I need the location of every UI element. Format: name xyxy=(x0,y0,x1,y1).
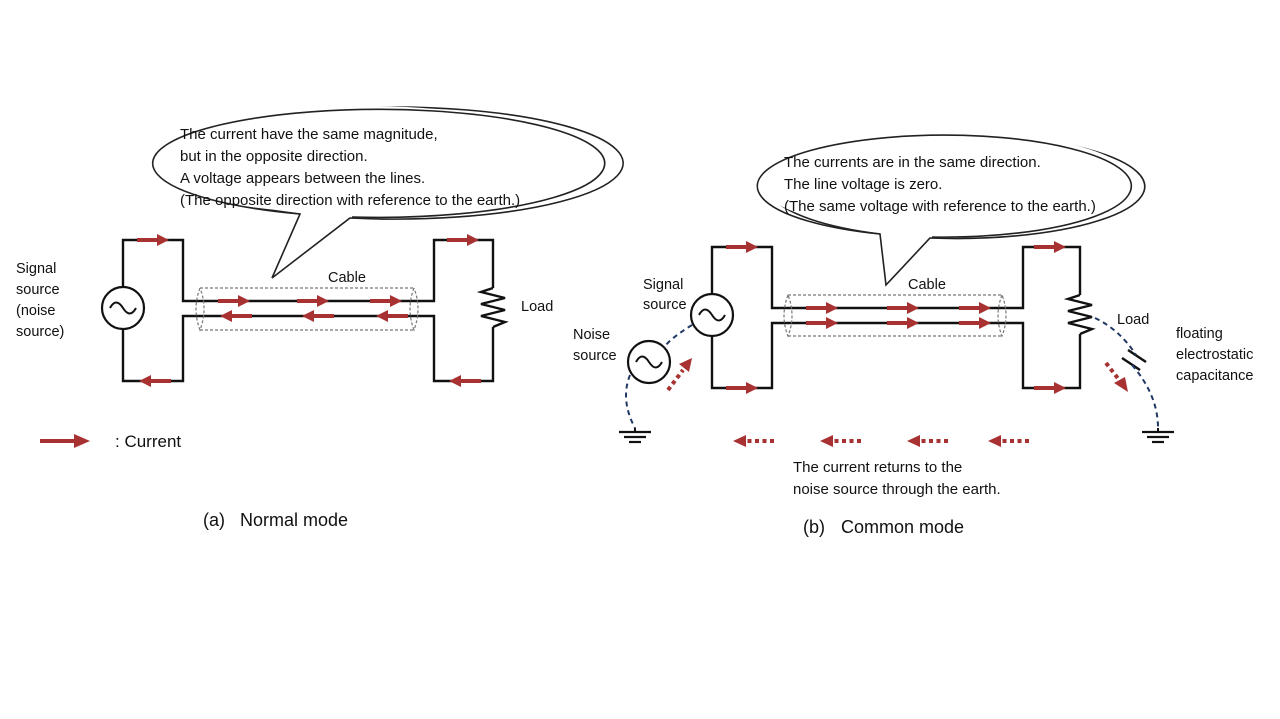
common-bubble-line-3: (The same voltage with reference to the … xyxy=(784,198,1096,215)
normal-current-arrows xyxy=(135,232,483,389)
normal-signal-label-1: Signal xyxy=(16,261,56,277)
capacitance-label-3: capacitance xyxy=(1176,368,1253,384)
capacitance-label-1: floating xyxy=(1176,326,1223,342)
common-caption-letter: (b) xyxy=(803,517,825,537)
common-noise-label-2: source xyxy=(573,348,617,364)
right-ground-icon xyxy=(1142,428,1174,444)
normal-bubble-line-2: but in the opposite direction. xyxy=(180,148,368,165)
return-note-line-2: noise source through the earth. xyxy=(793,481,1001,498)
normal-load-label: Load xyxy=(521,299,553,315)
earth-return-arrows xyxy=(666,358,1128,447)
capacitance-label-2: electrostatic xyxy=(1176,347,1253,363)
common-noise-source: Noise source xyxy=(573,324,693,385)
normal-bubble-line-4: (The opposite direction with reference t… xyxy=(180,192,520,209)
normal-signal-label-4: source) xyxy=(16,324,64,340)
common-cable-shield: Cable xyxy=(783,277,1007,338)
normal-bubble-line-1: The current have the same magnitude, xyxy=(180,126,438,143)
current-legend: : Current xyxy=(40,432,181,451)
common-caption: Common mode xyxy=(841,517,964,537)
normal-mode-bubble: The current have the same magnitude, but… xyxy=(136,106,624,279)
common-bubble-line-2: The line voltage is zero. xyxy=(784,176,942,193)
earth-return-paths xyxy=(625,374,636,429)
common-bubble-line-1: The currents are in the same direction. xyxy=(784,154,1041,171)
common-signal-source: Signal source xyxy=(643,277,735,338)
normal-bubble-line-3: A voltage appears between the lines. xyxy=(180,170,425,187)
normal-cable-label: Cable xyxy=(328,270,366,286)
common-noise-label-1: Noise xyxy=(573,327,610,343)
common-load-label: Load xyxy=(1117,312,1149,328)
return-note-line-1: The current returns to the xyxy=(793,459,962,476)
common-mode-bubble: The currents are in the same direction. … xyxy=(756,131,1146,287)
common-signal-label-2: source xyxy=(643,297,687,313)
normal-load-resistor xyxy=(476,286,509,329)
normal-mode-panel: The current have the same magnitude, but… xyxy=(16,106,624,530)
common-mode-panel: The currents are in the same direction. … xyxy=(573,131,1253,537)
legend-label: : Current xyxy=(115,432,181,451)
common-cable-label: Cable xyxy=(908,277,946,293)
normal-signal-source: Signal source (noise source) xyxy=(16,261,146,340)
common-load-resistor xyxy=(1063,293,1096,336)
normal-cable-shield: Cable xyxy=(195,270,419,332)
floating-capacitance: floating electrostatic capacitance xyxy=(1094,317,1253,429)
normal-signal-label-3: (noise xyxy=(16,303,56,319)
normal-caption: Normal mode xyxy=(240,510,348,530)
common-signal-label-1: Signal xyxy=(643,277,683,293)
normal-signal-label-2: source xyxy=(16,282,60,298)
left-ground-icon xyxy=(619,428,651,444)
normal-caption-letter: (a) xyxy=(203,510,225,530)
